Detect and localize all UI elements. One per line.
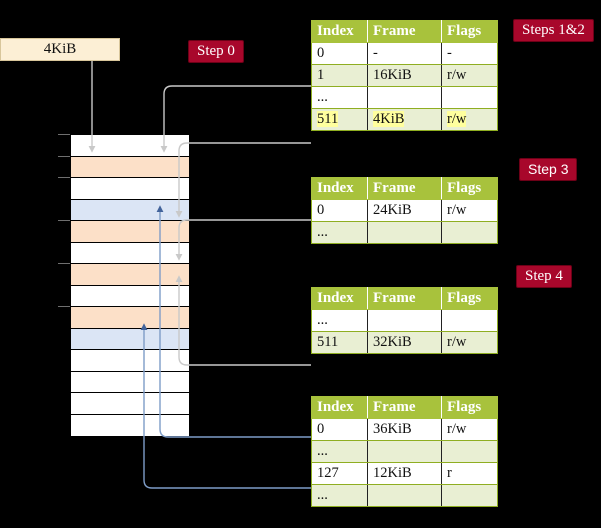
size-box-label: 4KiB	[43, 41, 77, 57]
memory-row	[71, 328, 189, 350]
column-header-index: Index	[311, 396, 368, 419]
table-cell	[367, 440, 442, 463]
table-cell: 4KiB	[367, 108, 442, 131]
table-row: ...	[311, 309, 498, 332]
table-cell: 16KiB	[367, 64, 442, 87]
memory-row	[71, 414, 189, 436]
memory-tick	[58, 263, 70, 264]
column-header-flags: Flags	[441, 20, 498, 43]
table-cell: r/w	[441, 331, 498, 354]
table-cell	[441, 221, 498, 244]
table-cell: 24KiB	[367, 199, 442, 222]
table-cell: 12KiB	[367, 462, 442, 485]
memory-tick	[58, 155, 70, 157]
memory-tick	[58, 177, 70, 178]
memory-row	[71, 221, 189, 243]
memory-row	[71, 199, 189, 221]
table-cell: 32KiB	[367, 331, 442, 354]
column-header-frame: Frame	[367, 396, 442, 419]
table-row: 511 4KiB r/w	[311, 108, 498, 131]
table-cell: r/w	[441, 108, 498, 131]
table-cell: -	[441, 42, 498, 65]
column-header-frame: Frame	[367, 20, 442, 43]
memory-row	[71, 242, 189, 264]
table-cell: ...	[311, 484, 368, 507]
memory-row	[71, 135, 189, 157]
badge-step3: Step 3	[519, 158, 578, 181]
table-cell: r	[441, 462, 498, 485]
table-cell: r/w	[441, 418, 498, 441]
table-cell	[367, 484, 442, 507]
table-cell	[441, 440, 498, 463]
memory-tick	[58, 220, 70, 221]
table-cell	[441, 484, 498, 507]
memory-row	[71, 264, 189, 286]
column-header-index: Index	[311, 287, 368, 310]
table-row: ...	[311, 440, 498, 463]
table-cell	[367, 309, 442, 332]
column-header-index: Index	[311, 20, 368, 43]
badge-step4: Step 4	[516, 265, 572, 288]
table-cell: 0	[311, 42, 368, 65]
table-cell: 511	[311, 331, 368, 354]
table-cell	[441, 86, 498, 109]
table-cell: 0	[311, 418, 368, 441]
memory-row	[71, 350, 189, 372]
column-header-index: Index	[311, 177, 368, 200]
column-header-flags: Flags	[441, 177, 498, 200]
memory-tick	[58, 306, 70, 307]
memory-row	[71, 371, 189, 393]
badge-step0: Step 0	[188, 40, 244, 63]
badge-steps12: Steps 1&2	[513, 19, 594, 42]
table-cell	[367, 86, 442, 109]
table-cell	[441, 309, 498, 332]
table-cell: ...	[311, 309, 368, 332]
memory-row	[71, 285, 189, 307]
memory-row	[71, 156, 189, 178]
table-cell: ...	[311, 86, 368, 109]
table-cell	[367, 221, 442, 244]
memory-row	[71, 178, 189, 200]
table-row: 0--	[311, 42, 498, 65]
highlighted-value: 511	[317, 111, 339, 127]
size-box-4kib: 4KiB	[0, 38, 120, 61]
memory-column	[70, 134, 190, 436]
column-header-frame: Frame	[367, 177, 442, 200]
column-header-flags: Flags	[441, 287, 498, 310]
column-header-frame: Frame	[367, 287, 442, 310]
table-cell: 511	[311, 108, 368, 131]
table-row: ...	[311, 86, 498, 109]
highlighted-value: 4KiB	[373, 111, 405, 127]
memory-row	[71, 393, 189, 415]
memory-row	[71, 307, 189, 329]
table-cell: r/w	[441, 64, 498, 87]
table-row: ...	[311, 221, 498, 244]
column-header-flags: Flags	[441, 396, 498, 419]
memory-tick	[58, 134, 70, 135]
table-cell: 0	[311, 199, 368, 222]
table-cell: 127	[311, 462, 368, 485]
highlighted-value: r/w	[447, 111, 467, 127]
table-cell: 1	[311, 64, 368, 87]
table-cell: 36KiB	[367, 418, 442, 441]
table-cell: r/w	[441, 199, 498, 222]
table-row: ...	[311, 484, 498, 507]
table-cell: -	[367, 42, 442, 65]
table-cell: ...	[311, 440, 368, 463]
table-cell: ...	[311, 221, 368, 244]
